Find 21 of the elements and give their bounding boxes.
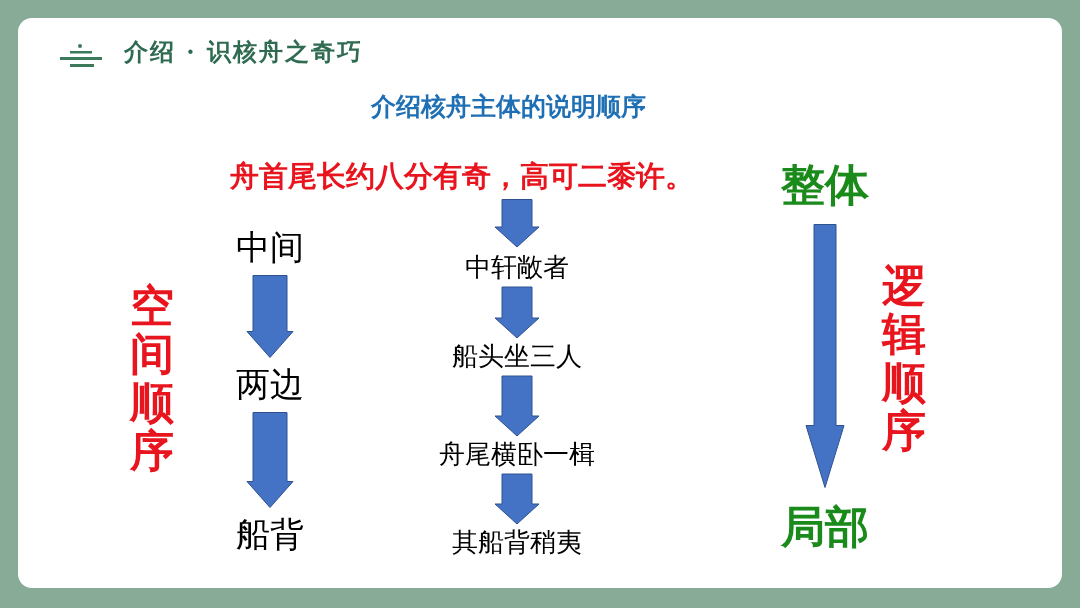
step-text: 其船背稍夷 bbox=[452, 528, 582, 558]
block-arrow bbox=[246, 412, 294, 508]
vertical-label: 空间顺序 bbox=[130, 282, 174, 476]
block-arrow bbox=[494, 286, 540, 339]
step-text: 中轩敞者 bbox=[465, 253, 569, 283]
step-text: 船头坐三人 bbox=[452, 342, 582, 372]
block-arrow bbox=[494, 199, 540, 248]
diagram-title: 介绍核舟主体的说明顺序 bbox=[370, 91, 646, 123]
vertical-label: 逻辑顺序 bbox=[882, 262, 926, 456]
step-text: 整体 bbox=[781, 159, 869, 211]
step-text: 舟尾横卧一楫 bbox=[439, 440, 595, 470]
step-text: 船背 bbox=[236, 515, 304, 555]
step-text: 局部 bbox=[781, 501, 869, 553]
step-text: 两边 bbox=[236, 365, 304, 405]
block-arrow bbox=[494, 473, 540, 525]
block-arrow bbox=[805, 224, 845, 488]
section-heading: 介绍 · 识核舟之奇巧 bbox=[124, 36, 364, 68]
step-text: 中间 bbox=[236, 228, 304, 268]
block-arrow bbox=[494, 375, 540, 437]
quote-sentence: 舟首尾长约八分有奇，高可二黍许。 bbox=[230, 160, 694, 194]
block-arrow bbox=[246, 275, 294, 358]
